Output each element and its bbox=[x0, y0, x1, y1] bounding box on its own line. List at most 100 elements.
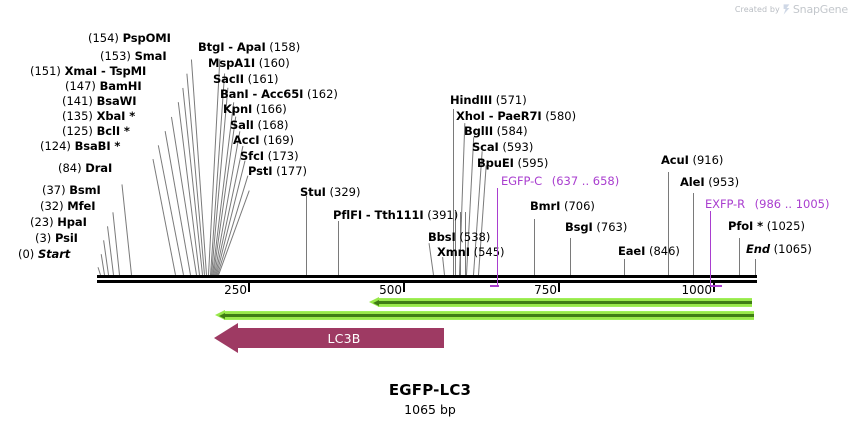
leader-line bbox=[306, 196, 307, 275]
enzyme-name: BanI - Acc65I bbox=[220, 87, 304, 101]
feature-marker-exfp-r-foot bbox=[710, 285, 722, 287]
enzyme-label-bamhi[interactable]: (147) BamHI bbox=[65, 80, 142, 93]
enzyme-position: (124) bbox=[40, 139, 71, 153]
enzyme-label-psti[interactable]: PstI (177) bbox=[248, 165, 307, 178]
leader-line bbox=[570, 238, 571, 275]
enzyme-name: XmaI - TspMI bbox=[64, 64, 147, 78]
enzyme-name: StuI bbox=[300, 185, 326, 199]
enzyme-name: SfcI bbox=[240, 149, 264, 163]
enzyme-name: XbaI * bbox=[96, 109, 136, 123]
enzyme-name: SacII bbox=[213, 72, 244, 86]
enzyme-label-alei[interactable]: AleI (953) bbox=[680, 176, 739, 189]
enzyme-name: BsmI bbox=[69, 183, 101, 197]
enzyme-name: KpnI bbox=[223, 102, 253, 116]
enzyme-label-stui[interactable]: StuI (329) bbox=[300, 186, 360, 199]
enzyme-label-scai[interactable]: ScaI (593) bbox=[472, 141, 533, 154]
enzyme-name: BsaBI * bbox=[74, 139, 121, 153]
enzyme-name: BmrI bbox=[530, 199, 561, 213]
enzyme-label-bsmi[interactable]: (37) BsmI bbox=[42, 184, 101, 197]
enzyme-position: (177) bbox=[276, 164, 308, 178]
enzyme-label-bpuei[interactable]: BpuEI (595) bbox=[477, 157, 548, 170]
gene-feature-lc3b[interactable]: LC3B bbox=[214, 323, 444, 353]
enzyme-label-kpni[interactable]: KpnI (166) bbox=[223, 103, 287, 116]
enzyme-label-eaei[interactable]: EaeI (846) bbox=[618, 245, 680, 258]
leader-line bbox=[100, 254, 105, 275]
enzyme-position: (953) bbox=[708, 175, 740, 189]
enzyme-label-bani-acc65i[interactable]: BanI - Acc65I (162) bbox=[220, 88, 338, 101]
enzyme-name: HpaI bbox=[57, 215, 87, 229]
enzyme-label-hpai[interactable]: (23) HpaI bbox=[30, 216, 87, 229]
feature-label-egfp-c[interactable]: EGFP-C (637 .. 658) bbox=[501, 175, 619, 188]
enzyme-label-mfei[interactable]: (32) MfeI bbox=[40, 199, 96, 213]
enzyme-position: (147) bbox=[65, 79, 96, 93]
enzyme-name: Start bbox=[37, 247, 71, 261]
enzyme-label-mspa1i[interactable]: MspA1I (160) bbox=[208, 57, 290, 70]
enzyme-label-xmai-tspmi[interactable]: (151) XmaI - TspMI bbox=[30, 65, 146, 78]
enzyme-position: (32) bbox=[40, 199, 64, 213]
enzyme-position: (916) bbox=[692, 153, 724, 167]
enzyme-position: (125) bbox=[62, 124, 93, 138]
enzyme-label-xbai[interactable]: (135) XbaI * bbox=[62, 110, 135, 123]
leader-line bbox=[739, 238, 740, 275]
snapgene-logo-icon bbox=[783, 4, 790, 15]
enzyme-name: XhoI - PaeR7I bbox=[456, 109, 542, 123]
feature-label-exfp-r[interactable]: EXFP-R (986 .. 1005) bbox=[705, 198, 829, 211]
map-title-block: EGFP-LC3 1065 bp bbox=[310, 381, 550, 417]
enzyme-label-pfoi[interactable]: PfoI * (1025) bbox=[728, 220, 805, 233]
enzyme-label-bsabi[interactable]: (124) BsaBI * bbox=[40, 140, 120, 153]
leader-line bbox=[755, 259, 756, 275]
ruler-label-1000: 1000 bbox=[681, 283, 712, 297]
enzyme-label-acui[interactable]: AcuI (916) bbox=[661, 154, 723, 167]
enzyme-position: (135) bbox=[62, 109, 93, 123]
primer-arrow-lower[interactable] bbox=[215, 310, 754, 320]
enzyme-label-pspomi[interactable]: (154) PspOMI bbox=[88, 32, 171, 45]
enzyme-label-bsawi[interactable]: (141) BsaWI bbox=[62, 95, 137, 108]
enzyme-name: BtgI - ApaI bbox=[198, 40, 266, 54]
enzyme-label-end[interactable]: End (1065) bbox=[746, 243, 812, 256]
enzyme-label-bglii[interactable]: BglII (584) bbox=[464, 125, 528, 138]
enzyme-label-start[interactable]: (0) Start bbox=[18, 248, 70, 261]
feature-marker-egfp-c[interactable] bbox=[497, 188, 498, 286]
enzyme-position: (173) bbox=[267, 149, 299, 163]
enzyme-label-psii[interactable]: (3) PsiI bbox=[35, 232, 78, 245]
enzyme-label-sali[interactable]: SalI (168) bbox=[230, 119, 288, 132]
enzyme-label-drai[interactable]: (84) DraI bbox=[58, 162, 112, 175]
primer-core bbox=[378, 301, 752, 304]
enzyme-label-xmni[interactable]: XmnI (545) bbox=[437, 246, 505, 259]
enzyme-label-btgi-apai[interactable]: BtgI - ApaI (158) bbox=[198, 41, 300, 54]
enzyme-name: PflFI - Tth111I bbox=[333, 208, 424, 222]
enzyme-name: MspA1I bbox=[208, 56, 256, 70]
feature-marker-exfp-r[interactable] bbox=[710, 211, 711, 286]
ruler-label-500: 500 bbox=[379, 283, 402, 297]
enzyme-label-bcli[interactable]: (125) BclI * bbox=[62, 125, 130, 138]
enzyme-name: BamHI bbox=[99, 79, 142, 93]
primer-arrow-upper[interactable] bbox=[369, 297, 752, 307]
ruler-tick-250 bbox=[248, 283, 250, 292]
leader-line bbox=[668, 172, 669, 275]
enzyme-label-xhoi-paer7i[interactable]: XhoI - PaeR7I (580) bbox=[456, 110, 576, 123]
feature-range: (986 .. 1005) bbox=[754, 197, 830, 211]
enzyme-name: SmaI bbox=[134, 49, 167, 63]
leader-line bbox=[693, 193, 694, 275]
enzyme-label-sfci[interactable]: SfcI (173) bbox=[240, 150, 299, 163]
enzyme-name: End bbox=[746, 242, 770, 256]
enzyme-position: (1065) bbox=[773, 242, 812, 256]
leader-line bbox=[465, 212, 466, 275]
enzyme-position: (846) bbox=[648, 244, 680, 258]
enzyme-label-bbsi[interactable]: BbsI (538) bbox=[428, 231, 490, 244]
enzyme-label-hindiii[interactable]: HindIII (571) bbox=[450, 94, 527, 107]
enzyme-position: (169) bbox=[263, 133, 295, 147]
enzyme-name: MfeI bbox=[67, 199, 96, 213]
sequence-backbone-upper bbox=[97, 275, 757, 278]
enzyme-label-pflfi-tth111i[interactable]: PflFI - Tth111I (391) bbox=[333, 209, 458, 222]
enzyme-name: PsiI bbox=[54, 231, 78, 245]
enzyme-label-smai[interactable]: (153) SmaI bbox=[100, 50, 167, 63]
enzyme-position: (329) bbox=[329, 185, 361, 199]
enzyme-label-acci[interactable]: AccI (169) bbox=[233, 134, 294, 147]
enzyme-label-bsgi[interactable]: BsgI (763) bbox=[565, 221, 627, 234]
enzyme-label-sacii[interactable]: SacII (161) bbox=[213, 73, 279, 86]
enzyme-position: (0) bbox=[18, 247, 35, 261]
enzyme-label-bmri[interactable]: BmrI (706) bbox=[530, 200, 595, 213]
enzyme-name: HindIII bbox=[450, 93, 493, 107]
enzyme-name: BsgI bbox=[565, 220, 593, 234]
